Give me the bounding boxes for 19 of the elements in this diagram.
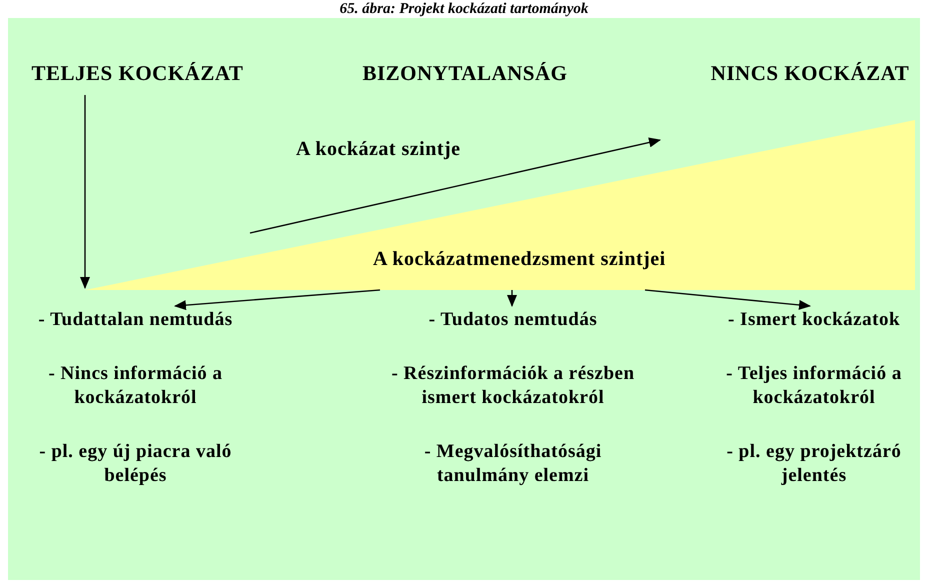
column-heading: BIZONYTALANSÁG (362, 60, 568, 87)
column-text: - Megvalósíthatósági tanulmány elemzi (423, 440, 603, 488)
column-text: - Nincs információ a kockázatokról (47, 362, 224, 410)
column-text: - Tudattalan nemtudás (38, 308, 233, 332)
arrow (80, 95, 90, 289)
column-heading: NINCS KOCKÁZAT (710, 60, 910, 87)
column-text: - Részinformációk a részben ismert kockázatokról (390, 362, 636, 410)
arrow (174, 289, 380, 310)
arrow (507, 290, 517, 307)
figure-title: 65. ábra: Projekt kockázati tartományok (338, 0, 590, 18)
arrow (644, 289, 811, 310)
arrow-label: A kockázat szintje (296, 137, 461, 162)
column-text: - Teljes információ a kockázatokról (725, 362, 903, 410)
wedge-title: A kockázatmenedzsment szintjei (373, 247, 666, 272)
column-text: - pl. egy új piacra való belépés (38, 440, 233, 488)
column-text: - pl. egy projektzáró jelentés (726, 440, 902, 488)
column-heading: TELJES KOCKÁZAT (32, 60, 244, 87)
column-text: - Ismert kockázatok (728, 308, 900, 332)
column-text: - Tudatos nemtudás (428, 308, 598, 332)
